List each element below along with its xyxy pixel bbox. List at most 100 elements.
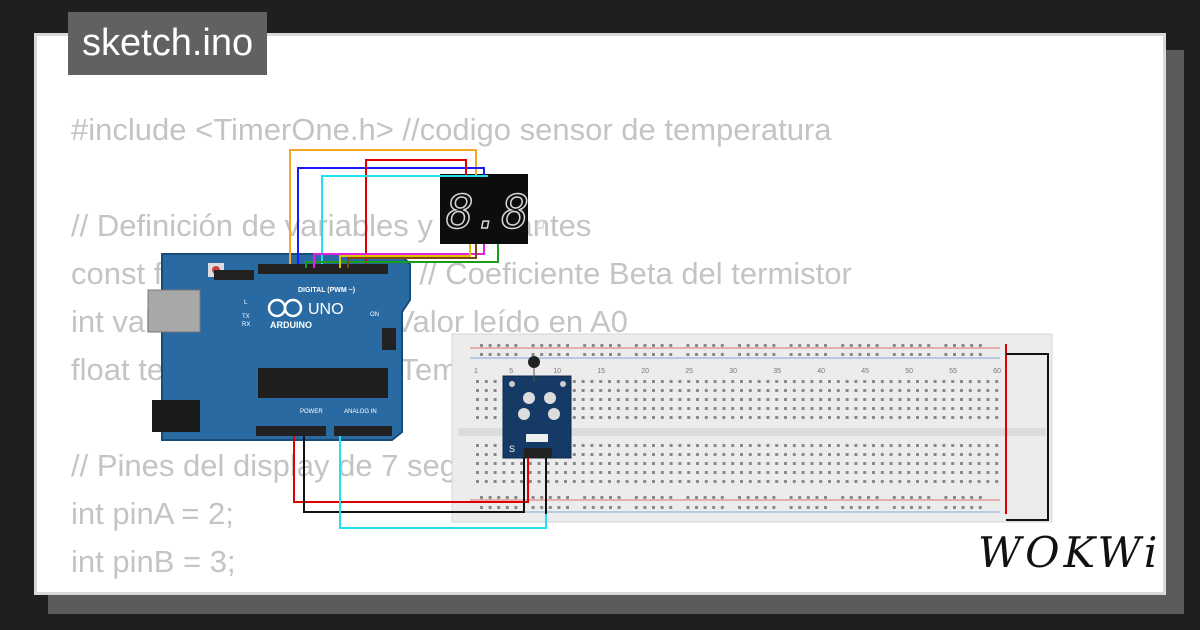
breadboard-hole [836, 389, 840, 392]
breadboard-hole [616, 389, 620, 392]
breadboard-hole [669, 344, 673, 347]
breadboard-hole [731, 389, 735, 392]
breadboard-hole [845, 398, 849, 401]
breadboard-hole [953, 506, 956, 509]
breadboard-hole [722, 416, 726, 419]
breadboard-hole [738, 353, 741, 356]
breadboard-hole [960, 416, 963, 419]
breadboard-hole [634, 398, 638, 401]
breadboard-hole [484, 389, 488, 392]
breadboard-hole [669, 453, 673, 456]
breadboard-hole [798, 353, 802, 356]
breadboard-hole [806, 344, 810, 347]
breadboard-hole [810, 407, 814, 410]
breadboard-hole [581, 471, 585, 474]
breadboard-hole [901, 506, 905, 509]
breadboard-hole [775, 453, 779, 456]
breadboard-hole [704, 444, 708, 447]
breadboard-hole [599, 407, 603, 410]
temperature-sensor-module: S [502, 356, 572, 459]
breadboard-hole [740, 416, 743, 419]
breadboard-hole [995, 380, 999, 383]
breadboard-hole [740, 462, 743, 465]
breadboard-hole [798, 496, 802, 499]
breadboard-hole [713, 444, 717, 447]
breadboard-hole [880, 416, 884, 419]
breadboard-hole [713, 407, 717, 410]
breadboard-hole [944, 496, 948, 499]
breadboard-hole [757, 453, 761, 456]
breadboard-hole [810, 380, 814, 383]
breadboard-hole [660, 471, 664, 474]
breadboard-hole [660, 480, 664, 483]
breadboard-hole [784, 444, 787, 447]
breadboard-hole [970, 344, 974, 347]
breadboard-hole [775, 407, 779, 410]
breadboard-hole [678, 380, 682, 383]
breadboard-hole [660, 344, 664, 347]
breadboard-hole [918, 344, 922, 347]
breadboard-hole [738, 496, 741, 499]
breadboard-hole [748, 471, 752, 474]
breadboard-hole [537, 462, 541, 465]
breadboard-hole [977, 471, 981, 474]
breadboard-hole [968, 480, 972, 483]
breadboard-hole [892, 496, 896, 499]
breadboard-hole [625, 416, 629, 419]
breadboard-hole [995, 471, 999, 474]
breadboard-hole [488, 496, 492, 499]
breadboard-hole [634, 380, 638, 383]
breadboard-hole [572, 398, 576, 401]
breadboard-hole [696, 471, 699, 474]
breadboard-column-number: 50 [905, 368, 913, 375]
breadboard-hole [488, 506, 492, 509]
breadboard-hole [953, 344, 956, 347]
breadboard-hole [581, 407, 585, 410]
code-line: #include <TimerOne.h> //codigo sensor de… [71, 112, 832, 147]
breadboard-hole [599, 462, 603, 465]
breadboard-hole [944, 506, 948, 509]
breadboard-hole [652, 353, 655, 356]
breadboard-hole [643, 462, 647, 465]
breadboard-hole [583, 496, 587, 499]
breadboard-hole [678, 462, 682, 465]
breadboard-hole [907, 416, 911, 419]
breadboard-hole [488, 344, 492, 347]
breadboard-hole [792, 471, 796, 474]
breadboard-hole [951, 480, 955, 483]
breadboard-hole [775, 480, 779, 483]
breadboard-hole [784, 453, 787, 456]
breadboard-hole [557, 353, 561, 356]
breadboard-hole [480, 344, 483, 347]
breadboard-hole [766, 444, 770, 447]
breadboard-hole [889, 407, 893, 410]
breadboard-hole [540, 496, 544, 499]
led-label-tx: TX [242, 314, 250, 320]
breadboard-hole [910, 353, 913, 356]
breadboard-hole [625, 462, 629, 465]
wire-magenta [313, 244, 485, 268]
breadboard-hole [875, 506, 879, 509]
breadboard-hole [824, 344, 827, 347]
breadboard-hole [590, 480, 594, 483]
breadboard-hole [924, 380, 928, 383]
breadboard-hole [942, 416, 946, 419]
breadboard-hole [763, 344, 767, 347]
breadboard-hole [617, 353, 621, 356]
breadboard-hole [686, 496, 690, 499]
analog-label: ANALOG IN [344, 409, 377, 415]
breadboard-hole [493, 398, 497, 401]
breadboard-hole [617, 496, 621, 499]
breadboard-hole [660, 398, 664, 401]
breadboard-hole [722, 398, 726, 401]
breadboard-hole [712, 496, 716, 499]
breadboard-hole [531, 353, 535, 356]
breadboard-hole [652, 444, 655, 447]
breadboard-hole [652, 398, 655, 401]
breadboard-hole [731, 380, 735, 383]
breadboard-hole [977, 407, 981, 410]
breadboard-hole [555, 471, 559, 474]
breadboard-hole [880, 444, 884, 447]
breadboard-hole [995, 444, 999, 447]
breadboard-hole [933, 389, 937, 392]
